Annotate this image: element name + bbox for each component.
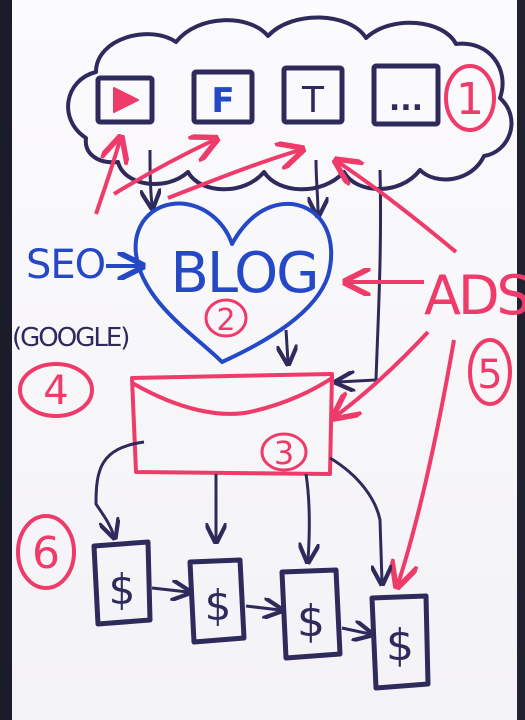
facebook-box: F	[191, 69, 255, 125]
blog-label: BLOG	[170, 241, 317, 306]
more-networks-label: ...	[389, 83, 423, 118]
step-1-number: 1	[456, 74, 484, 125]
ads-label: ADS	[424, 264, 525, 327]
arrow-ads-to-email	[336, 330, 430, 416]
step-4-number: 4	[43, 368, 68, 414]
step-6-number: 6	[32, 528, 60, 579]
arrow-revenue-3-to-4	[341, 628, 370, 634]
step-5-number: 5	[477, 352, 502, 398]
step-6-marker: 6	[16, 514, 76, 590]
step-2-number: 2	[216, 303, 235, 338]
step-1-marker: 1	[444, 64, 496, 132]
arrow-cloud-to-email	[338, 169, 383, 382]
more-networks-box: ...	[371, 63, 441, 127]
step-4-marker: 4	[18, 362, 94, 418]
revenue-box-4: $	[369, 593, 431, 691]
revenue-label-3: $	[297, 596, 325, 647]
arrow-email-to-revenue-4	[329, 456, 382, 582]
twitter-label: T	[301, 80, 325, 121]
revenue-label-2: $	[205, 581, 232, 630]
arrow-email-to-revenue-3	[306, 473, 309, 560]
arrow-blog-to-twitter	[167, 150, 300, 200]
board-frame-left	[0, 0, 12, 720]
arrow-ads-to-revenue	[398, 339, 456, 584]
arrow-blog-to-facebook	[112, 140, 214, 196]
social-cloud	[66, 15, 514, 192]
arrow-twitter-to-blog	[316, 159, 318, 214]
revenue-box-1: $	[91, 539, 153, 627]
step-5-marker: 5	[468, 338, 512, 406]
play-triangle-icon	[113, 87, 139, 113]
seo-label: SEO	[26, 242, 105, 288]
arrow-revenue-2-to-3	[245, 606, 280, 610]
revenue-label-4: $	[386, 620, 414, 671]
arrow-blog-to-email	[286, 329, 288, 362]
arrow-youtube-to-blog	[150, 149, 152, 206]
arrow-email-to-revenue-1	[94, 440, 145, 536]
google-label: (GOOGLE)	[12, 323, 128, 353]
arrow-revenue-1-to-2	[151, 588, 188, 592]
revenue-box-3: $	[279, 567, 343, 661]
youtube-box	[95, 75, 155, 125]
arrow-ads-to-cloud	[338, 162, 458, 254]
step-3-marker: 3	[260, 432, 308, 472]
revenue-label-1: $	[109, 565, 136, 614]
twitter-box: T	[281, 65, 345, 125]
arrow-blog-to-youtube	[94, 140, 120, 215]
step-3-number: 3	[274, 434, 294, 472]
envelope-icon	[130, 372, 334, 476]
facebook-label: F	[211, 81, 234, 121]
revenue-box-2: $	[187, 557, 247, 645]
step-2-marker: 2	[204, 298, 248, 338]
board-frame-right	[517, 0, 525, 720]
